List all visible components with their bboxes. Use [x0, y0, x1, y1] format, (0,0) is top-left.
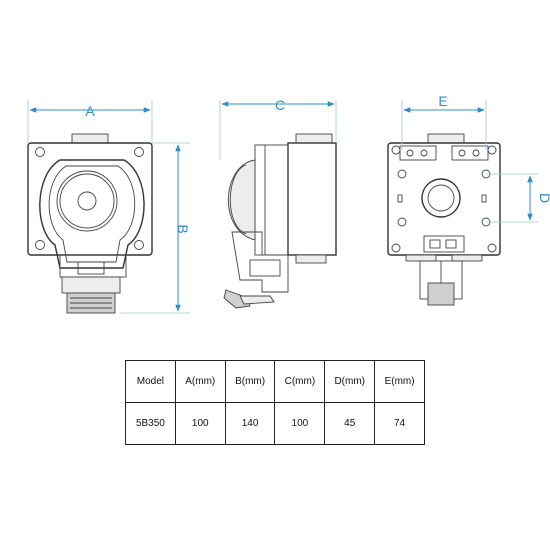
cell-e: 74 [374, 402, 425, 445]
cell-model: 5B350 [125, 402, 176, 445]
cell-c: 100 [274, 402, 326, 445]
cell-d: 45 [324, 402, 376, 445]
screw-icon [391, 145, 497, 253]
back-view: E D [387, 93, 550, 306]
header-e: E(mm) [374, 360, 425, 403]
header-model: Model [125, 360, 176, 403]
table-row: 5B350 100 140 100 45 74 [125, 402, 425, 445]
side-view: C [219, 97, 337, 309]
cell-b: 140 [224, 402, 276, 445]
dimension-label-c: C [275, 97, 285, 113]
front-view: A B [27, 100, 191, 314]
dimension-label-e: E [438, 93, 447, 109]
specification-table: Model A(mm) B(mm) C(mm) D(mm) E(mm) 5B35… [125, 360, 425, 445]
table-header-row: Model A(mm) B(mm) C(mm) D(mm) E(mm) [125, 360, 425, 403]
dimension-label-a: A [85, 103, 95, 119]
header-d: D(mm) [324, 360, 376, 403]
header-a: A(mm) [174, 360, 226, 403]
header-b: B(mm) [224, 360, 276, 403]
cell-a: 100 [174, 402, 226, 445]
dimension-label-d: D [537, 193, 550, 203]
header-c: C(mm) [274, 360, 326, 403]
screw-icon [35, 147, 144, 250]
dimension-label-b: B [175, 224, 191, 233]
